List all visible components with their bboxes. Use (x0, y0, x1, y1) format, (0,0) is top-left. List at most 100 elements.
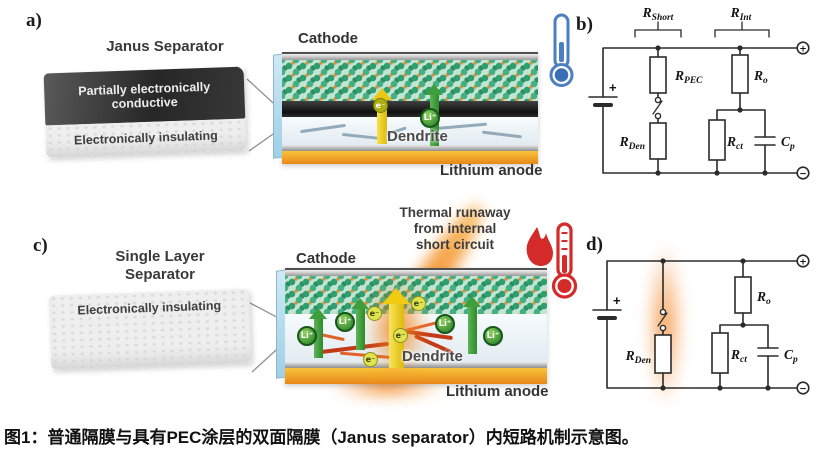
cathode-material-layer (282, 60, 538, 101)
insulating-single-block: Electronically insulating (48, 288, 252, 370)
arrow-head (372, 88, 392, 100)
battery-cell-single: Li⁺ Li⁺ Li⁺ Li⁺ e⁻ e⁻ e⁻ e⁻ Dendrite (276, 268, 547, 384)
battery-b: + (588, 80, 618, 107)
arrow-shaft (355, 309, 365, 350)
thermal-runaway-line1: Thermal runaway (399, 205, 511, 220)
electron-label: e⁻ (413, 299, 424, 308)
r-o-label: Ro (756, 289, 771, 307)
single-layer-title-line2: Separator (124, 266, 196, 283)
electron-badge: e⁻ (367, 306, 382, 321)
r-int-brace (714, 21, 770, 38)
switch-blade (652, 100, 663, 115)
terminal-negative: − (796, 381, 810, 395)
r-short-brace (634, 21, 682, 38)
r-o-label: Ro (753, 68, 768, 86)
resistor-ro (734, 276, 752, 314)
switch-contact (654, 96, 662, 104)
branch-internal: Ro Rct Cp (708, 47, 795, 174)
capacitor-cp (754, 136, 776, 146)
lithium-ion-arrow-icon (309, 308, 327, 358)
battery-cell-janus: e⁻ Li⁺ Dendrite (273, 52, 538, 164)
pec-coating-layer (282, 101, 538, 117)
blue-thermometer-icon (549, 13, 574, 87)
r-pec-label: RPEC (674, 68, 703, 86)
electron-label: e⁻ (395, 331, 406, 340)
dendrite-streak (481, 130, 523, 138)
resistor-rct (708, 119, 726, 161)
c-p-label: Cp (781, 134, 795, 152)
branch-pec-den: RPEC RDen (619, 47, 703, 174)
lithium-ion-badge: Li⁺ (483, 326, 503, 346)
insulating-single-label: Electronically insulating (77, 298, 222, 318)
electron-badge: e⁻ (373, 98, 388, 113)
r-den-label: RDen (619, 134, 645, 152)
cathode-collector-layer (285, 268, 547, 276)
lithium-ion-badge: Li⁺ (297, 326, 317, 346)
ion-label: Li⁺ (300, 331, 314, 341)
arrow-head (463, 296, 481, 307)
lithium-anode-label-top: Lithium anode (440, 162, 543, 179)
c-p-label: Cp (784, 347, 798, 365)
battery-d: + (592, 293, 622, 320)
electron-label: e⁻ (369, 309, 380, 318)
lithium-ion-arrow-icon (351, 298, 369, 350)
ion-label: Li⁺ (486, 331, 500, 341)
anode-collector-layer (285, 362, 547, 368)
ion-label: Li⁺ (338, 317, 352, 327)
svg-text:+: + (799, 258, 807, 268)
panel-d-label: d) (586, 234, 603, 255)
pec-layer-block: Partially electronically conductive (43, 66, 246, 126)
dendrite-streak (300, 123, 346, 133)
single-layer-title: Single Layer Separator (65, 248, 255, 284)
thermal-runaway-line3: short circuit (415, 236, 494, 252)
panel-b-label: b) (576, 14, 593, 35)
single-layer-title-line1: Single Layer (115, 248, 205, 265)
circuit-d-wires (606, 260, 798, 389)
resistor-ro (731, 54, 749, 94)
dendrite-label-bottom: Dendrite (402, 348, 463, 365)
r-int-label: RInt (730, 5, 752, 23)
electron-badge: e⁻ (393, 328, 408, 343)
r-ct-label: Rct (730, 347, 747, 365)
cathode-label-top: Cathode (298, 30, 358, 47)
circuit-b: RShort RInt + RPEC RDen (588, 5, 810, 180)
lithium-anode-label-bottom: Lithium anode (446, 383, 549, 400)
resistor-rden (649, 122, 667, 160)
red-thermometer-icon (526, 222, 578, 299)
arrow-head (309, 308, 327, 319)
switch-blade (657, 312, 668, 327)
circuit-d: + RDen Ro Rct Cp (592, 254, 810, 395)
short-circuit-branch-glow (646, 244, 684, 406)
janus-separator-title: Janus Separator (106, 38, 224, 55)
arrow-shaft (377, 100, 387, 144)
electron-badge: e⁻ (363, 352, 378, 367)
electron-label: e⁻ (365, 355, 376, 364)
arrow-shaft (467, 307, 477, 354)
capacitor-cp (757, 347, 779, 357)
resistor-rpec (649, 56, 667, 94)
branch-internal: Ro Rct Cp (711, 260, 798, 389)
arrow-head (425, 84, 443, 95)
electron-badge: e⁻ (411, 296, 426, 311)
ion-label: Li⁺ (423, 113, 437, 123)
svg-text:−: − (799, 385, 807, 395)
resistor-rden (654, 334, 672, 374)
figure-caption: 图1：普通隔膜与具有PEC涂层的双面隔膜（Janus separator）内短路… (4, 428, 639, 447)
lithium-ion-badge: Li⁺ (435, 314, 455, 334)
panel-a-label: a) (26, 10, 42, 31)
thermal-runaway-line2: from internal (413, 220, 497, 236)
r-den-label: RDen (625, 348, 651, 366)
resistor-rct (711, 332, 729, 374)
svg-text:+: + (613, 293, 621, 308)
terminal-positive: + (796, 41, 810, 55)
svg-text:+: + (609, 80, 617, 95)
separator-layer (282, 117, 538, 145)
switch-contact (659, 324, 667, 332)
electron-label: e⁻ (375, 101, 386, 110)
janus-separator-block: Partially electronically conductive Elec… (43, 66, 247, 158)
anode-collector-layer (282, 145, 538, 151)
arrow-head (351, 298, 369, 309)
pec-layer-label: Partially electronically conductive (77, 79, 211, 112)
dendrite-label-top: Dendrite (387, 128, 448, 145)
